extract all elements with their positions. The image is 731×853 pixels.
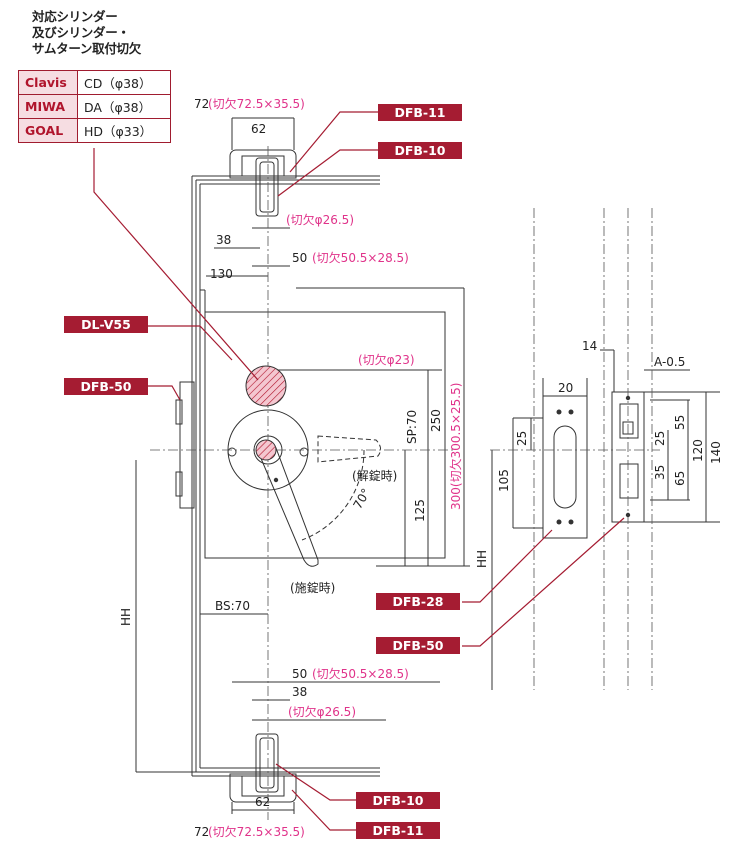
tag-dfb50-left: DFB-50 [64, 378, 148, 395]
brand-cell: GOAL [18, 118, 78, 143]
dim-300: 300(切欠300.5×25.5) [448, 383, 463, 510]
dim-250: 250 [429, 409, 443, 432]
dim-62-top: 62 [251, 122, 266, 136]
tag-dfb10-bottom: DFB-10 [356, 792, 440, 809]
dim-35: 35 [653, 465, 667, 480]
dim-55: 55 [673, 415, 687, 430]
tag-dfb11-top: DFB-11 [378, 104, 462, 121]
cylinder-table: Clavis CD（φ38） MIWA DA（φ38） GOAL HD（φ33） [18, 70, 171, 143]
dim-a05: A-0.5 [654, 355, 685, 369]
brand-cell: MIWA [18, 94, 78, 119]
cut-505-top: (切欠50.5×28.5) [312, 250, 409, 265]
dim-130: 130 [210, 267, 233, 281]
tag-dfb28: DFB-28 [376, 593, 460, 610]
table-row: Clavis CD（φ38） [18, 70, 171, 95]
code-cell: DA（φ38） [77, 94, 171, 119]
lock-label: (施錠時) [290, 580, 335, 595]
tag-dfb10-top: DFB-10 [378, 142, 462, 159]
dim-72-top: 72 [194, 97, 209, 111]
tag-dfb50-right: DFB-50 [376, 637, 460, 654]
dim-25-left: 25 [515, 431, 529, 446]
tag-dlv55: DL-V55 [64, 316, 148, 333]
table-row: GOAL HD（φ33） [18, 118, 171, 143]
dim-50-top: 50 [292, 251, 307, 265]
dim-sp70: SP:70 [405, 410, 419, 444]
cut-265-bottom: (切欠φ26.5) [288, 704, 356, 719]
dim-20: 20 [558, 381, 573, 395]
dim-hh-right: HH [475, 550, 489, 568]
cut-505-bottom: (切欠50.5×28.5) [312, 666, 409, 681]
cut-265-top: (切欠φ26.5) [286, 212, 354, 227]
dim-140: 140 [709, 441, 723, 464]
unlock-label: (解錠時) [352, 468, 397, 483]
dim-120: 120 [691, 439, 705, 462]
cut-72-top: (切欠72.5×35.5) [208, 96, 305, 111]
dim-50-bottom: 50 [292, 667, 307, 681]
cut-23: (切欠φ23) [358, 352, 415, 367]
dim-105: 105 [497, 469, 511, 492]
header-line-2: 及びシリンダー・ [32, 25, 130, 40]
cut-72-bottom: (切欠72.5×35.5) [208, 824, 305, 839]
dim-hh-left: HH [119, 608, 133, 626]
dim-38-bottom: 38 [292, 685, 307, 699]
dim-62-bottom: 62 [255, 795, 270, 809]
header-line-3: サムターン取付切欠 [32, 41, 141, 56]
dim-65: 65 [673, 471, 687, 486]
brand-cell: Clavis [18, 70, 78, 95]
dim-72-bottom: 72 [194, 825, 209, 839]
dim-125: 125 [413, 499, 427, 522]
dim-bs70: BS:70 [215, 599, 250, 613]
table-row: MIWA DA（φ38） [18, 94, 171, 119]
dim-25-right: 25 [653, 431, 667, 446]
dim-38-top: 38 [216, 233, 231, 247]
code-cell: CD（φ38） [77, 70, 171, 95]
tag-dfb11-bottom: DFB-11 [356, 822, 440, 839]
dim-14: 14 [582, 339, 597, 353]
header-line-1: 対応シリンダー [32, 9, 118, 24]
angle-label: 70° [350, 486, 373, 511]
code-cell: HD（φ33） [77, 118, 171, 143]
